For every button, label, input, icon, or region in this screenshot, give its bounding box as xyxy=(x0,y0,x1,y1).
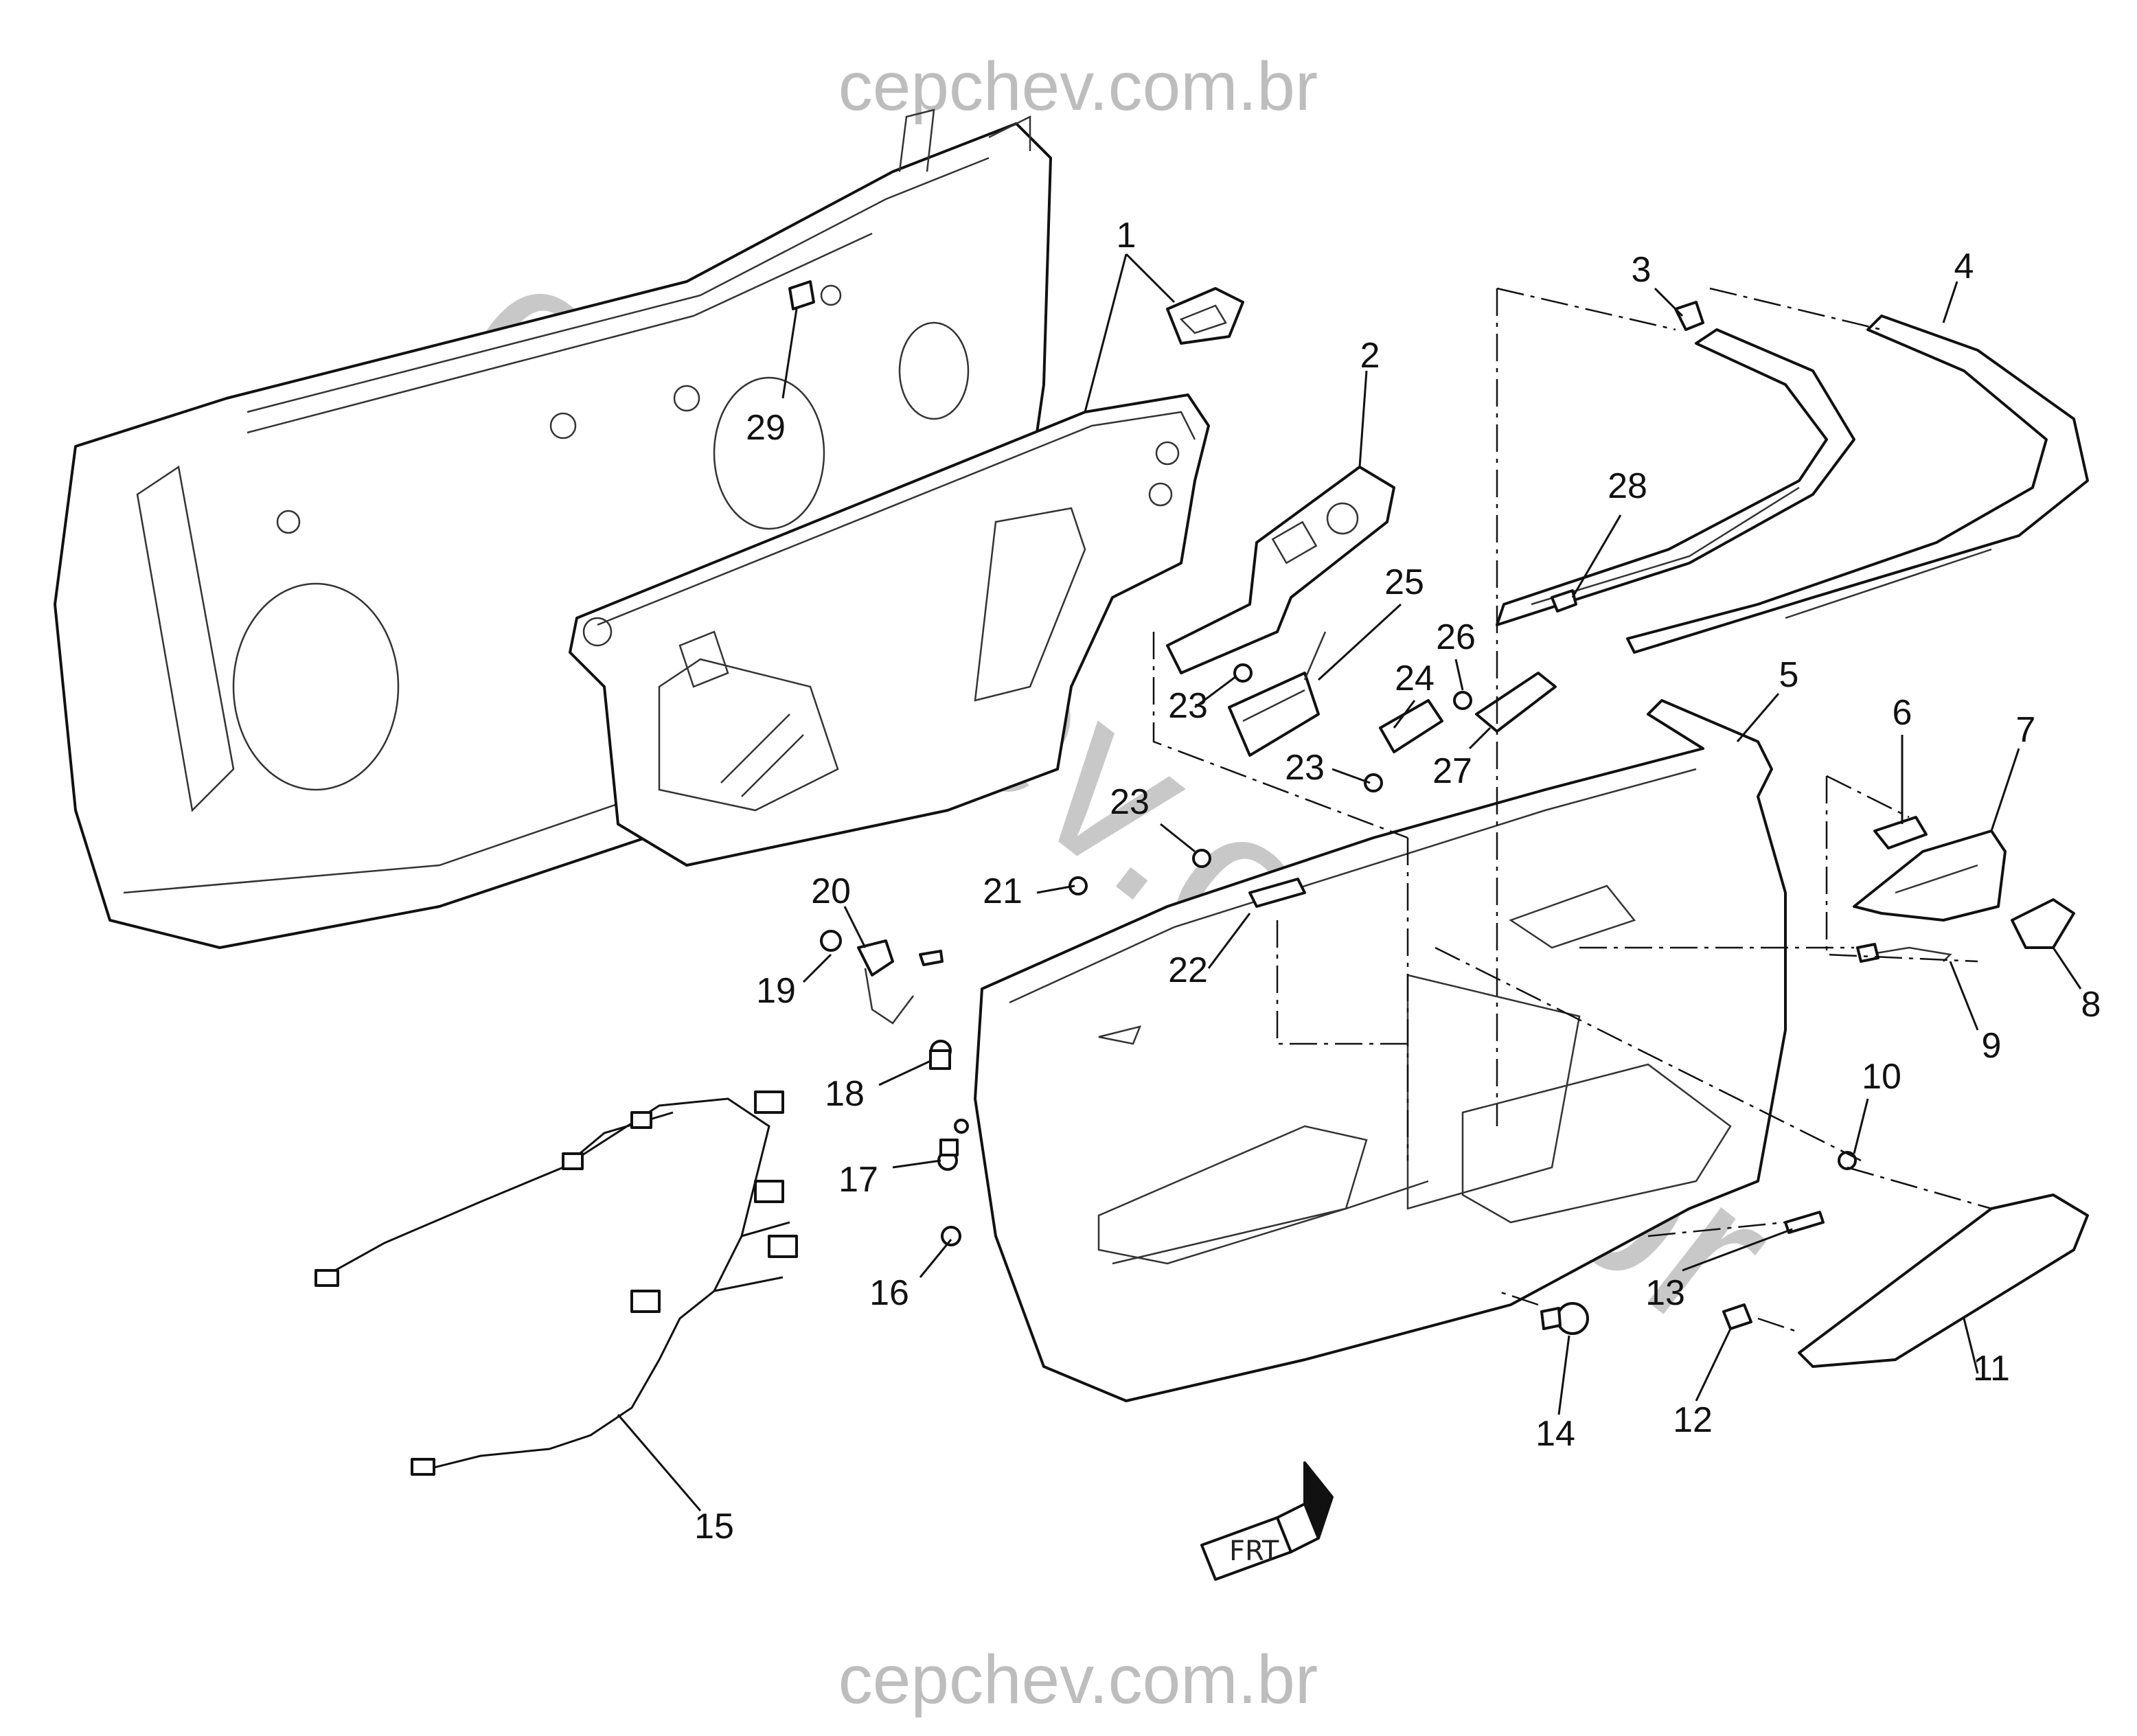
callout-6: 6 xyxy=(1893,693,1912,733)
handle-bezel-lamp xyxy=(1873,816,1928,849)
callout-26: 26 xyxy=(1436,617,1476,657)
callout-23c: 23 xyxy=(1168,686,1208,726)
clips-upper xyxy=(788,280,1704,613)
callout-9: 9 xyxy=(1982,1026,2002,1066)
callout-20: 20 xyxy=(811,871,851,911)
door-trim-panel xyxy=(974,699,1787,1402)
speaker-badge xyxy=(1784,1211,1825,1234)
callout-23b: 23 xyxy=(1285,748,1325,788)
callout-18: 18 xyxy=(825,1074,865,1114)
callout-2: 2 xyxy=(1360,336,1380,376)
leader-lines xyxy=(617,253,2082,1511)
callout-28: 28 xyxy=(1608,466,1647,506)
frt-direction-icon: FRT xyxy=(1200,1461,1334,1581)
mirror-switch xyxy=(1475,672,1557,733)
callout-24: 24 xyxy=(1395,659,1435,698)
callout-12: 12 xyxy=(1673,1400,1713,1440)
upper-garnish xyxy=(1626,315,2089,654)
armrest-clip xyxy=(1722,1303,1752,1330)
callout-11: 11 xyxy=(1973,1349,2010,1389)
callout-22: 22 xyxy=(1168,950,1208,990)
handle-harness xyxy=(1856,943,1952,963)
lower-fasteners xyxy=(820,878,1306,1156)
callout-27: 27 xyxy=(1432,751,1472,791)
upper-trim-rail xyxy=(1496,328,1855,626)
lock-switch xyxy=(1379,699,1443,753)
watermark-top: cepchev.com.br xyxy=(838,48,1318,125)
callout-13: 13 xyxy=(1645,1273,1685,1313)
window-switch xyxy=(1228,631,1327,757)
callout-8: 8 xyxy=(2081,985,2101,1025)
callout-21: 21 xyxy=(983,871,1022,911)
callout-15: 15 xyxy=(694,1507,734,1546)
callout-19: 19 xyxy=(756,971,796,1011)
callout-1: 1 xyxy=(1117,216,1136,255)
callout-17: 17 xyxy=(838,1160,878,1200)
window-switch-bezel xyxy=(1166,466,1395,674)
exploded-view-lines xyxy=(1152,287,1992,1334)
callout-4: 4 xyxy=(1954,247,1974,286)
callout-7: 7 xyxy=(2016,710,2036,750)
callout-3: 3 xyxy=(1632,250,1652,290)
callout-5: 5 xyxy=(1779,655,1799,695)
callout-10: 10 xyxy=(1862,1057,1901,1097)
wiring-harness xyxy=(315,1090,798,1476)
watermark-bottom: cepchev.com.br xyxy=(838,1641,1318,1718)
water-deflector xyxy=(569,287,1244,867)
frt-label: FRT xyxy=(1229,1535,1279,1567)
callout-25: 25 xyxy=(1384,562,1424,602)
callout-29: 29 xyxy=(746,408,786,448)
callout-labels: 1 2 3 4 5 6 7 8 9 10 11 12 13 14 15 16 1… xyxy=(694,216,2101,1546)
lock-knob xyxy=(1540,1302,1589,1335)
inside-handle xyxy=(1853,830,2007,922)
armrest-pad xyxy=(1798,1194,2089,1368)
callout-16: 16 xyxy=(869,1273,909,1313)
callout-23a: 23 xyxy=(1110,782,1150,822)
handle-cap xyxy=(2011,898,2075,949)
callout-14: 14 xyxy=(1535,1414,1575,1454)
